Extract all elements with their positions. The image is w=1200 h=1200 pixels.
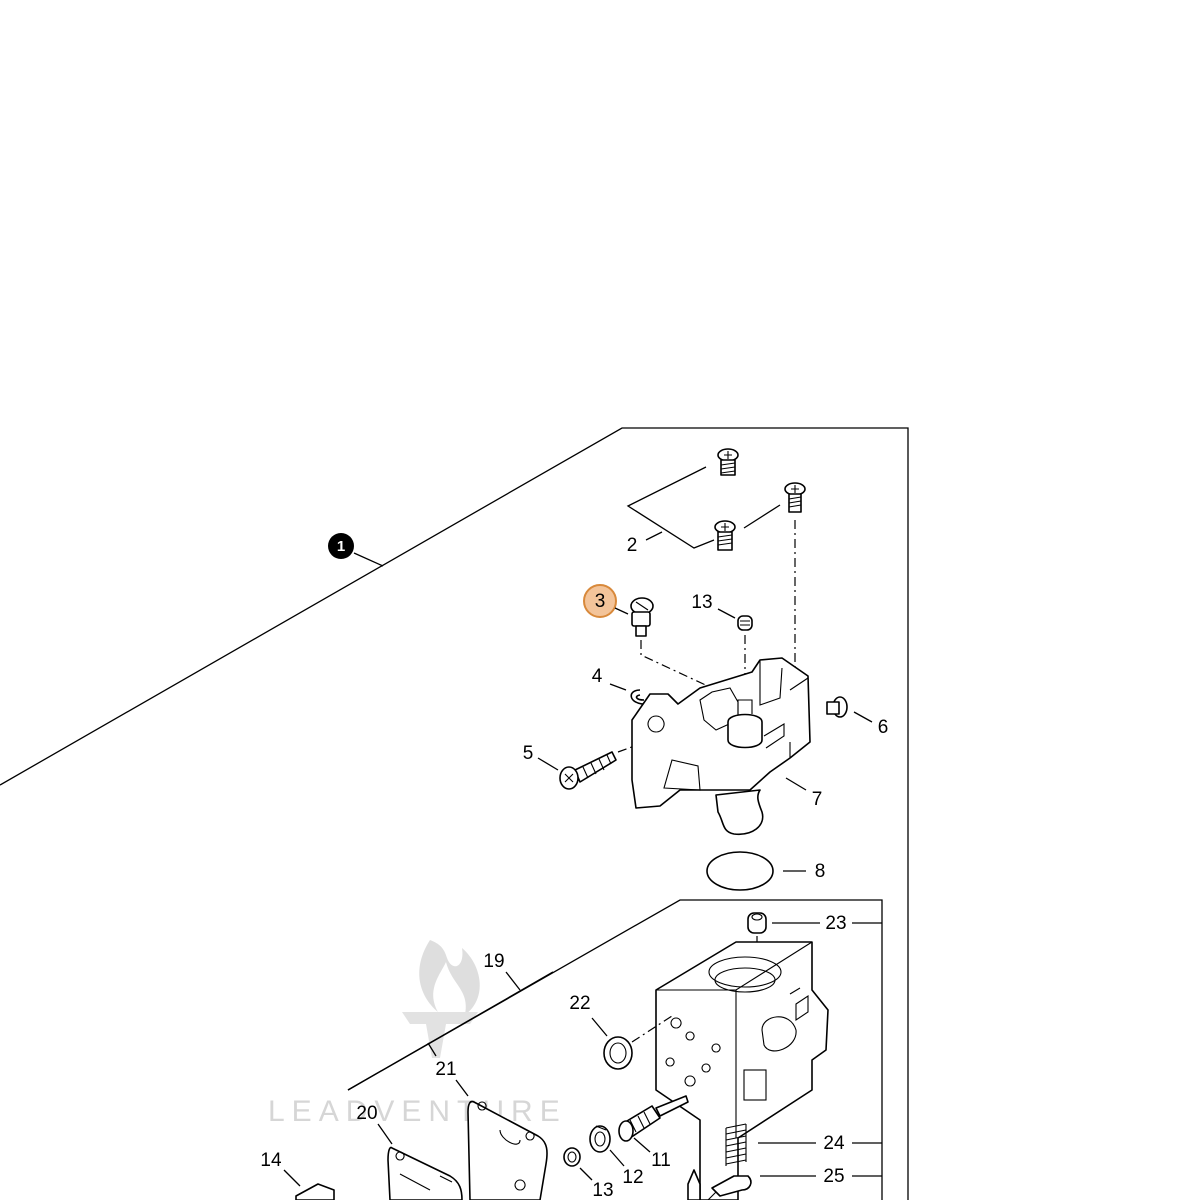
callout-2: 2	[627, 535, 638, 556]
watermark-flame-icon	[419, 940, 480, 1015]
callout-19: 19	[483, 951, 504, 972]
callout-22: 22	[569, 993, 590, 1014]
oring-part-8	[706, 851, 774, 891]
callout-13-bottom: 13	[592, 1180, 613, 1200]
callout-14: 14	[260, 1150, 282, 1171]
diaphragm-part-20	[387, 1146, 463, 1200]
washer-part-12	[589, 1125, 611, 1153]
callout-21: 21	[435, 1059, 456, 1080]
carburetor-body	[655, 941, 829, 1200]
watermark: LEADVENTURE	[268, 940, 567, 1128]
plug-part-13-top	[737, 615, 753, 631]
gasket-part-21	[467, 1100, 548, 1200]
callout-13-top: 13	[691, 592, 712, 613]
callout-6: 6	[878, 717, 889, 738]
lever-part-25	[687, 1169, 752, 1200]
spring-part-24	[725, 1123, 747, 1166]
leader-2	[626, 466, 715, 549]
callout-12: 12	[622, 1167, 643, 1188]
clip-part-4	[630, 689, 657, 705]
plug-part-22	[603, 1036, 633, 1070]
subgroup-bracket-19	[347, 971, 554, 1091]
callout-5: 5	[523, 743, 534, 764]
callout-25: 25	[823, 1166, 844, 1187]
callout-23: 23	[825, 913, 846, 934]
screw-part-2-bottom	[714, 520, 736, 551]
plug-part-23	[747, 912, 767, 934]
callout-24: 24	[823, 1133, 845, 1154]
screw-part-2-right	[784, 482, 806, 513]
callout-8: 8	[815, 861, 826, 882]
housing-part-7	[631, 657, 811, 836]
callout-4: 4	[592, 666, 603, 687]
needle-part-11	[618, 1095, 689, 1142]
callout-3-highlight[interactable]	[583, 584, 617, 618]
assembly-badge: 1	[328, 533, 384, 567]
assembly-frame-outer	[0, 427, 909, 1200]
screw-part-2-top	[717, 448, 739, 476]
callout-7: 7	[812, 789, 823, 810]
knob-part-3	[630, 597, 654, 637]
svg-text:1: 1	[337, 538, 345, 555]
callout-3[interactable]: 3	[595, 591, 606, 612]
watermark-text: LEADVENTURE	[268, 1095, 567, 1128]
screw-part-6	[826, 696, 848, 718]
watermark-v-icon	[402, 1012, 478, 1058]
screw-part-5	[559, 751, 617, 790]
callout-11: 11	[651, 1150, 671, 1171]
callout-20: 20	[356, 1103, 377, 1124]
plug-part-13-bottom	[563, 1147, 581, 1167]
cover-part-14	[295, 1183, 335, 1200]
